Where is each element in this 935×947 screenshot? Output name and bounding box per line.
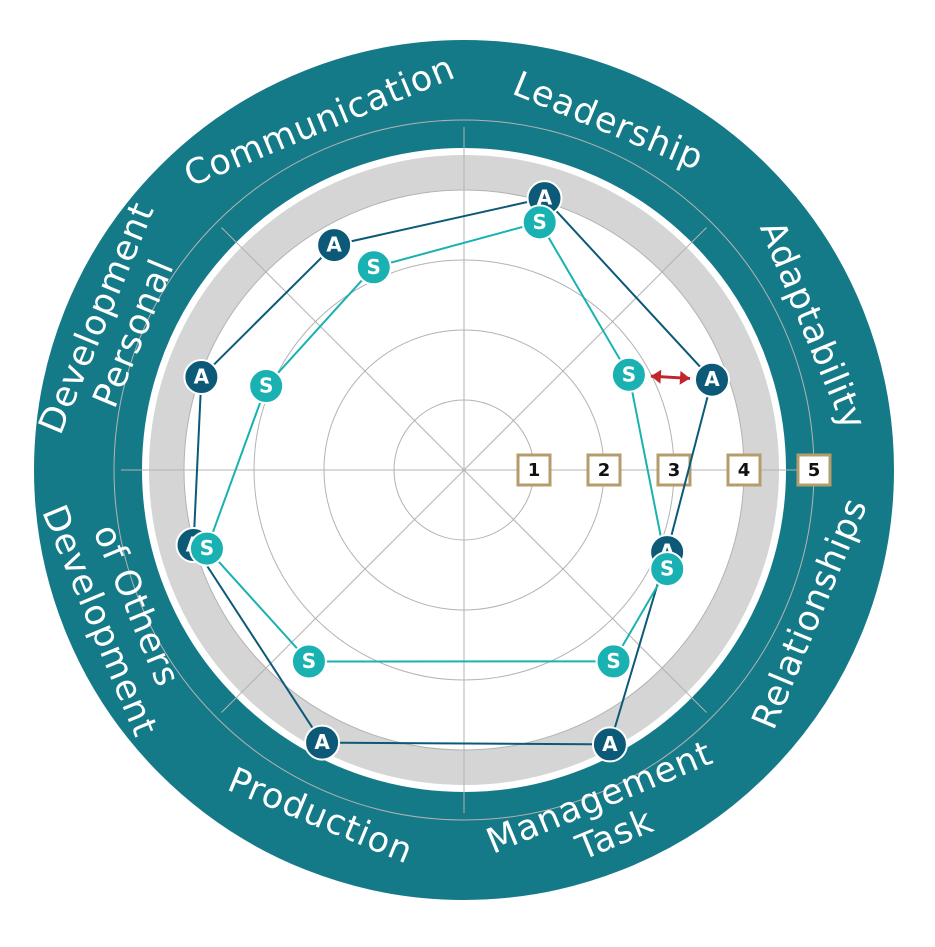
- self-marker: [188, 530, 225, 567]
- scale-boxes: 1 2 3 4 5: [516, 453, 832, 487]
- scale-label: 3: [668, 460, 681, 481]
- outer-ring: [34, 40, 894, 900]
- actual-marker-label: A: [704, 367, 720, 391]
- self-marker: [355, 249, 392, 286]
- self-marker: [595, 643, 632, 680]
- gap-arrow-head: [650, 369, 662, 384]
- actual-marker: [693, 361, 730, 398]
- scale-box: [796, 453, 832, 487]
- self-marker-label: S: [606, 649, 620, 673]
- scale-label: 1: [528, 460, 541, 481]
- self-marker-label: S: [302, 649, 316, 673]
- grid-layer: [113, 119, 815, 821]
- actual-marker: [316, 227, 353, 264]
- self-marker-label: S: [533, 210, 547, 234]
- scale-box: [656, 453, 692, 487]
- actual-marker: [591, 726, 628, 763]
- grid-spoke: [221, 227, 465, 471]
- scale-label: 5: [808, 460, 821, 481]
- actual-marker: [304, 724, 341, 761]
- self-marker: [649, 551, 686, 588]
- gap-arrow-head: [679, 370, 690, 385]
- scale-box: [516, 453, 552, 487]
- scale-label: 2: [598, 460, 611, 481]
- actual-marker: [183, 359, 220, 396]
- actual-marker-label: A: [326, 233, 342, 257]
- gap-arrow: [650, 369, 691, 385]
- scale-label: 4: [738, 460, 751, 481]
- actual-marker-label: A: [602, 732, 618, 756]
- self-marker: [610, 356, 647, 393]
- actual-marker-label: A: [194, 365, 210, 389]
- self-marker-label: S: [200, 536, 214, 560]
- self-series-line: [205, 221, 669, 663]
- self-marker-label: S: [367, 255, 381, 279]
- series-markers: AAAAAAAASSSSSSSS: [175, 180, 730, 763]
- scale-box: [586, 453, 622, 487]
- grid-spoke: [463, 227, 707, 471]
- self-marker: [290, 643, 327, 680]
- self-marker: [521, 204, 558, 241]
- self-marker: [248, 368, 285, 405]
- self-marker-label: S: [259, 374, 273, 398]
- actual-marker-label: A: [537, 186, 553, 210]
- scale-box: [726, 453, 762, 487]
- self-marker-label: S: [622, 362, 636, 386]
- grid-spoke: [221, 469, 465, 713]
- actual-marker-label: A: [314, 730, 330, 754]
- self-marker-label: S: [660, 557, 674, 581]
- grid-spoke: [463, 469, 707, 713]
